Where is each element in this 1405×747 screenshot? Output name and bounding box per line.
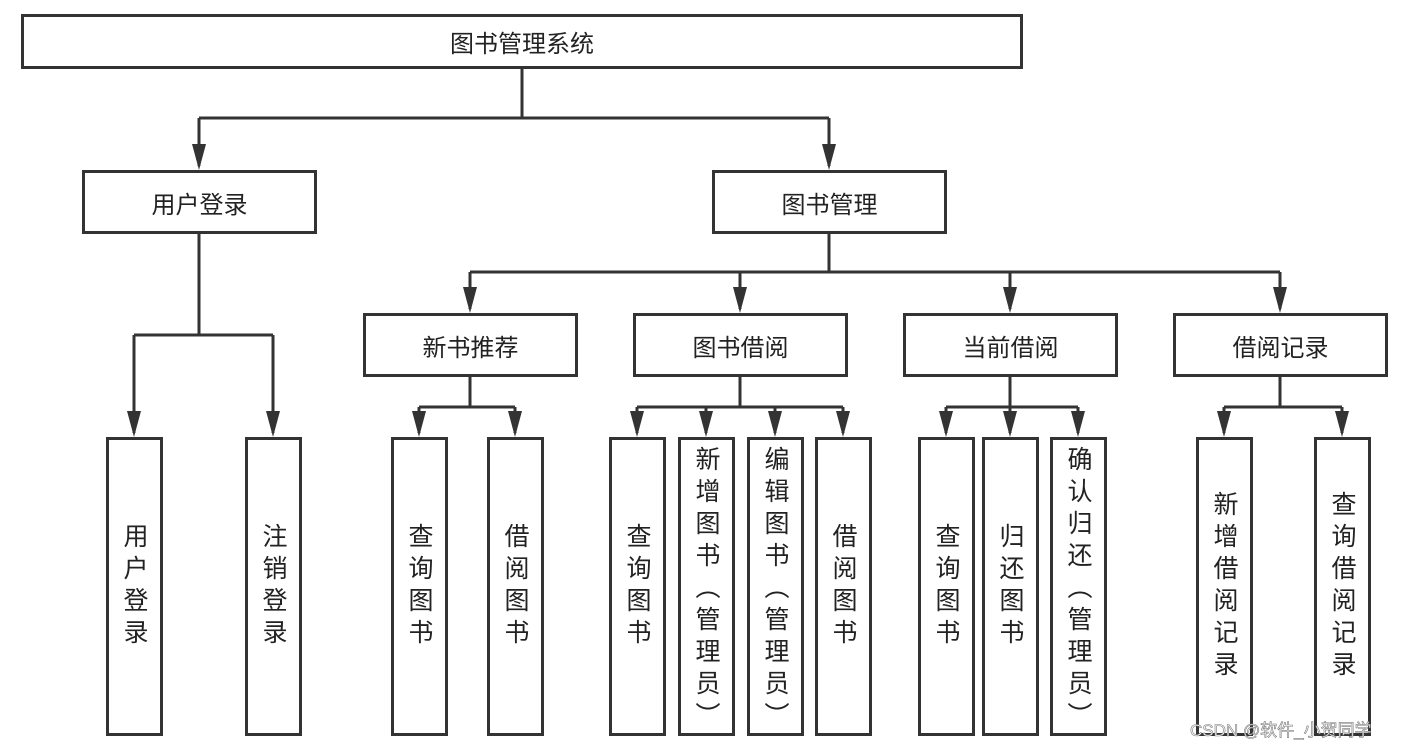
arrowhead [192,144,206,170]
node-label: 借阅图书 [829,522,858,651]
node-label: 新增借阅记录 [1210,490,1239,683]
node-leaf: 借阅图书 [815,437,872,736]
node-leaf: 用户登录 [106,437,163,736]
node-leaf: 新增借阅记录 [1196,437,1253,736]
node-borrow-records: 借阅记录 [1173,313,1388,377]
arrowhead [630,411,644,437]
node-root: 图书管理系统 [21,14,1023,69]
node-label: 当前借阅 [962,333,1059,362]
arrowhead [508,411,522,437]
node-label: 用户登录 [151,190,248,219]
arrowhead [768,411,782,437]
arrowhead [699,411,713,437]
arrowhead [1071,411,1085,437]
node-label: 图书管理 [781,190,878,219]
node-leaf: 查询图书 [918,437,975,736]
node-book-management: 图书管理 [712,170,947,234]
arrowhead [266,411,280,437]
node-leaf: 注销登录 [245,437,302,736]
node-current-borrow: 当前借阅 [903,313,1118,377]
arrowhead [1003,287,1017,313]
watermark: CSDN @软件_小贺同学 [1190,721,1372,741]
arrowhead [1217,411,1231,437]
node-leaf: 查询借阅记录 [1314,437,1371,736]
node-label: 归还图书 [996,522,1025,651]
arrowhead [822,144,836,170]
node-leaf: 查询图书 [609,437,666,736]
node-label: 图书借阅 [692,333,789,362]
arrowhead [733,287,747,313]
arrowhead [939,411,953,437]
arrowhead [1003,411,1017,437]
node-label: 查询借阅记录 [1328,490,1357,683]
node-new-books: 新书推荐 [363,313,578,377]
node-leaf: 借阅图书 [487,437,544,736]
arrowhead [1273,287,1287,313]
arrowhead [1335,411,1349,437]
node-label: 编辑图书（管理员） [761,446,790,734]
node-label: 新增图书（管理员） [692,446,721,734]
node-user-login: 用户登录 [82,170,317,234]
arrowhead [463,287,477,313]
node-label: 查询图书 [405,522,434,651]
node-leaf: 归还图书 [982,437,1039,736]
node-label: 用户登录 [120,522,149,651]
node-leaf: 新增图书（管理员） [678,437,735,736]
arrowhead [836,411,850,437]
node-label: 图书管理系统 [450,30,594,58]
node-label: 借阅图书 [501,522,530,651]
arrowhead [412,411,426,437]
node-label: 确认归还（管理员） [1064,446,1093,734]
node-label: 注销登录 [259,522,288,651]
node-label: 新书推荐 [422,333,519,362]
arrowhead [127,411,141,437]
node-leaf: 查询图书 [391,437,448,736]
node-label: 借阅记录 [1232,333,1329,362]
node-leaf: 确认归还（管理员） [1050,437,1107,736]
node-book-borrow: 图书借阅 [633,313,848,377]
node-leaf: 编辑图书（管理员） [747,437,804,736]
node-label: 查询图书 [623,522,652,651]
node-label: 查询图书 [932,522,961,651]
